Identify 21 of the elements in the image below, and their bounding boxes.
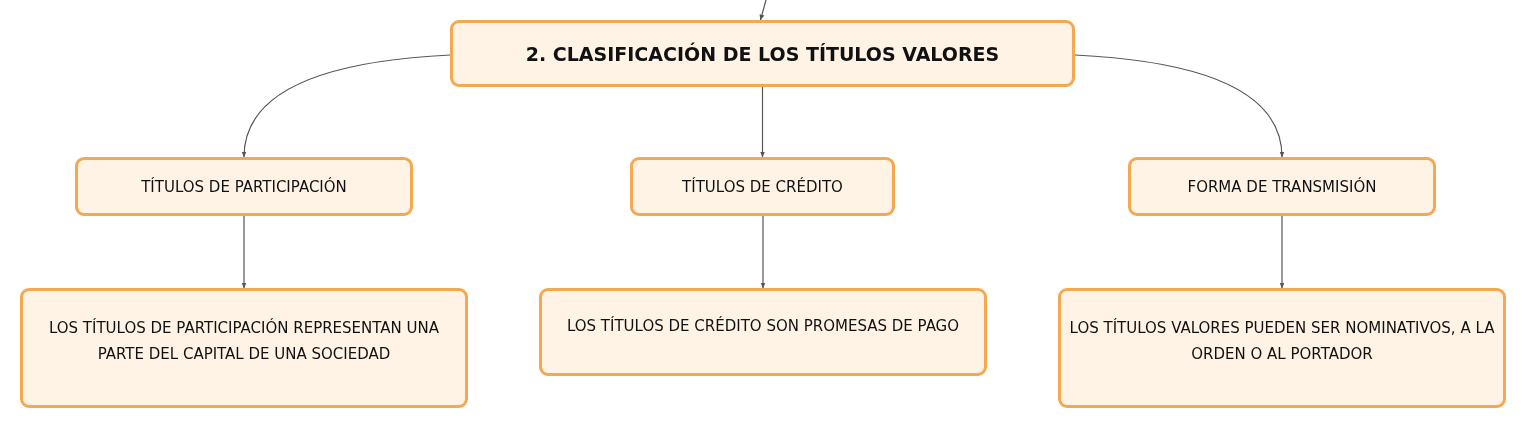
category-box: [1128, 157, 1436, 216]
arrow: [241, 215, 247, 289]
category-box: [630, 157, 895, 216]
node-text: LOS TÍTULOS DE PARTICIPACIÓN REPRESENTAN UNA PARTE DEL CAPITAL DE UNA SOCIEDAD: [47, 317, 441, 365]
description-box: [1058, 288, 1506, 408]
node-text: FORMA DE TRANSMISIÓN: [1186, 176, 1378, 198]
arrow: [760, 215, 766, 289]
node-text: TÍTULOS DE PARTICIPACIÓN: [140, 176, 348, 198]
description-box: [539, 288, 987, 376]
arrow: [760, 86, 765, 158]
node-text: LOS TÍTULOS VALORES PUEDEN SER NOMINATIVOS, A LA ORDEN O AL PORTADOR: [1068, 317, 1496, 365]
node-text: TÍTULOS DE CRÉDITO: [681, 176, 844, 198]
category-box: [75, 157, 413, 216]
node-text: LOS TÍTULOS DE CRÉDITO SON PROMESAS DE PAGO: [565, 315, 961, 337]
arrow: [1074, 54, 1284, 158]
node-text: 2. CLASIFICACIÓN DE LOS TÍTULOS VALORES: [524, 41, 1001, 67]
arrow: [1279, 215, 1285, 289]
arrow: [759, 0, 767, 21]
description-box: [20, 288, 468, 408]
arrow: [242, 54, 451, 158]
title-box: [450, 20, 1075, 87]
